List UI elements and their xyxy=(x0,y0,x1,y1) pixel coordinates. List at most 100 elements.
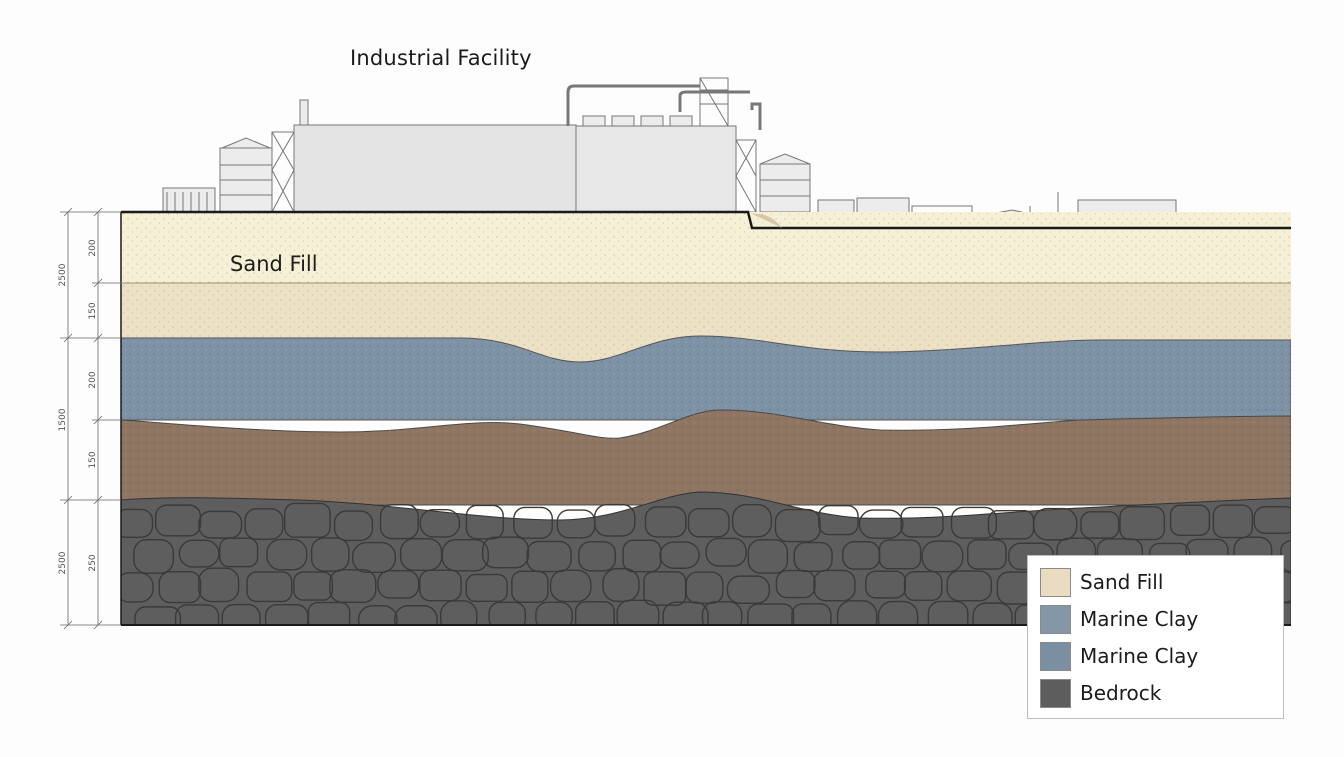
bedrock-cobble xyxy=(685,571,724,604)
bedrock-cobble xyxy=(333,510,374,542)
bedrock-cobble xyxy=(307,601,351,625)
bedrock-cobble xyxy=(134,606,182,625)
bedrock-cobble xyxy=(726,575,771,604)
bedrock-cobble xyxy=(465,573,508,603)
bedrock-cobble xyxy=(747,603,795,625)
bedrock-cobble xyxy=(701,601,743,625)
bedrock-cobble xyxy=(1169,504,1211,536)
bedrock-cobble xyxy=(379,504,419,540)
bedrock-cobble xyxy=(1119,506,1166,541)
marine-clay-swatch xyxy=(1040,604,1071,634)
bedrock-cobble xyxy=(662,601,709,625)
bedrock-cobble xyxy=(1303,571,1344,603)
bedrock-cobble xyxy=(644,506,687,538)
bedrock-cobble xyxy=(793,541,833,573)
diagram-title: Industrial Facility xyxy=(350,46,532,70)
dimension-lines xyxy=(60,207,121,630)
bedrock-cobble xyxy=(158,571,202,604)
marine-clay-dotted-swatch xyxy=(1040,641,1071,671)
bedrock-cobble xyxy=(775,569,816,599)
bedrock-cobble xyxy=(154,504,202,537)
bedrock-cobble xyxy=(121,572,154,603)
bedrock-cobble xyxy=(731,504,772,538)
bedrock-cobble xyxy=(813,569,856,602)
bedrock-cobble xyxy=(198,567,240,603)
bedrock-cobble xyxy=(877,600,919,625)
bedrock-cobble xyxy=(791,603,832,625)
bedrock-cobble xyxy=(921,540,964,573)
bedrock-cobble xyxy=(246,571,293,603)
dim-inner-2: 150 xyxy=(88,302,98,319)
bedrock-cobble xyxy=(535,601,573,625)
tower-frame xyxy=(699,77,729,127)
bedrock-cobble xyxy=(244,508,284,540)
bedrock-cobble xyxy=(465,504,504,540)
dim-outer-1: 2500 xyxy=(58,263,68,286)
bedrock-cobble xyxy=(439,600,478,625)
bedrock-cobble xyxy=(351,541,397,573)
legend-item-bedrock: Bedrock xyxy=(1040,677,1161,709)
bedrock-cobble xyxy=(1080,511,1120,539)
bedrock-cobble xyxy=(329,569,377,604)
bedrock-cobble xyxy=(705,537,747,567)
bedrock-cobble xyxy=(419,508,461,538)
bedrock-cobble-pattern xyxy=(121,502,1344,636)
bedrock-cobble xyxy=(266,538,308,571)
bedrock-cobble xyxy=(1299,510,1339,536)
bedrock-cobble xyxy=(221,603,261,625)
small-shed xyxy=(162,187,216,213)
bedrock-cobble xyxy=(903,570,943,601)
bedrock-cobble xyxy=(616,599,660,625)
legend-label: Marine Clay xyxy=(1080,644,1199,668)
bedrock-cobble xyxy=(900,506,944,538)
dimension-labels: 2500 1500 2500 200 150 200 150 250 xyxy=(58,239,98,574)
bedrock-cobble xyxy=(747,539,789,574)
bedrock-cobble xyxy=(284,502,331,538)
legend-item-marine-clay-dotted: Marine Clay xyxy=(1040,640,1198,672)
bedrock-cobble xyxy=(818,505,859,536)
bedrock-swatch xyxy=(1040,678,1071,708)
facility-buildings xyxy=(162,77,1247,229)
bedrock-cobble xyxy=(198,510,243,539)
bedrock-cobble xyxy=(488,601,527,625)
bedrock-cobble xyxy=(394,605,438,625)
bedrock-cobble xyxy=(419,569,462,602)
bedrock-cobble xyxy=(1323,543,1344,572)
stack-left xyxy=(299,99,309,127)
bedrock-layer xyxy=(121,491,1291,625)
bedrock-cobble xyxy=(774,508,821,543)
dim-inner-5: 250 xyxy=(88,554,98,571)
bedrock-cobble xyxy=(377,569,420,599)
main-building xyxy=(293,124,577,213)
bedrock-cobble xyxy=(1212,504,1254,539)
legend-label: Marine Clay xyxy=(1080,607,1199,631)
sand-fill-label: Sand Fill xyxy=(230,252,318,276)
bedrock-cobble xyxy=(293,571,334,601)
dim-outer-3: 2500 xyxy=(58,551,68,574)
bedrock-cobble xyxy=(219,537,259,568)
bedrock-cobble xyxy=(967,539,1007,570)
bedrock-cobble xyxy=(593,503,636,537)
warehouse xyxy=(575,125,737,213)
legend-label: Sand Fill xyxy=(1080,570,1164,594)
bedrock-cobble xyxy=(927,600,969,625)
bedrock-cobble xyxy=(441,539,489,572)
dim-inner-1: 200 xyxy=(88,239,98,256)
bedrock-cobble xyxy=(174,604,220,625)
bedrock-cobble xyxy=(399,537,443,572)
bedrock-cobble xyxy=(578,541,617,572)
bedrock-cobble xyxy=(659,541,700,569)
bedrock-cobble xyxy=(549,569,592,603)
bedrock-cobble xyxy=(1323,603,1344,636)
bedrock-cobble xyxy=(133,539,175,574)
bedrock-cobble xyxy=(687,507,730,538)
bedrock-cobble xyxy=(121,508,154,539)
bedrock-cobble xyxy=(357,605,398,625)
dim-inner-4: 150 xyxy=(88,451,98,468)
steel-frame xyxy=(271,131,295,213)
bedrock-cobble xyxy=(513,506,553,539)
bedrock-cobble xyxy=(1253,505,1291,535)
legend: Sand Fill Marine Clay Marine Clay Bedroc… xyxy=(1027,555,1284,719)
